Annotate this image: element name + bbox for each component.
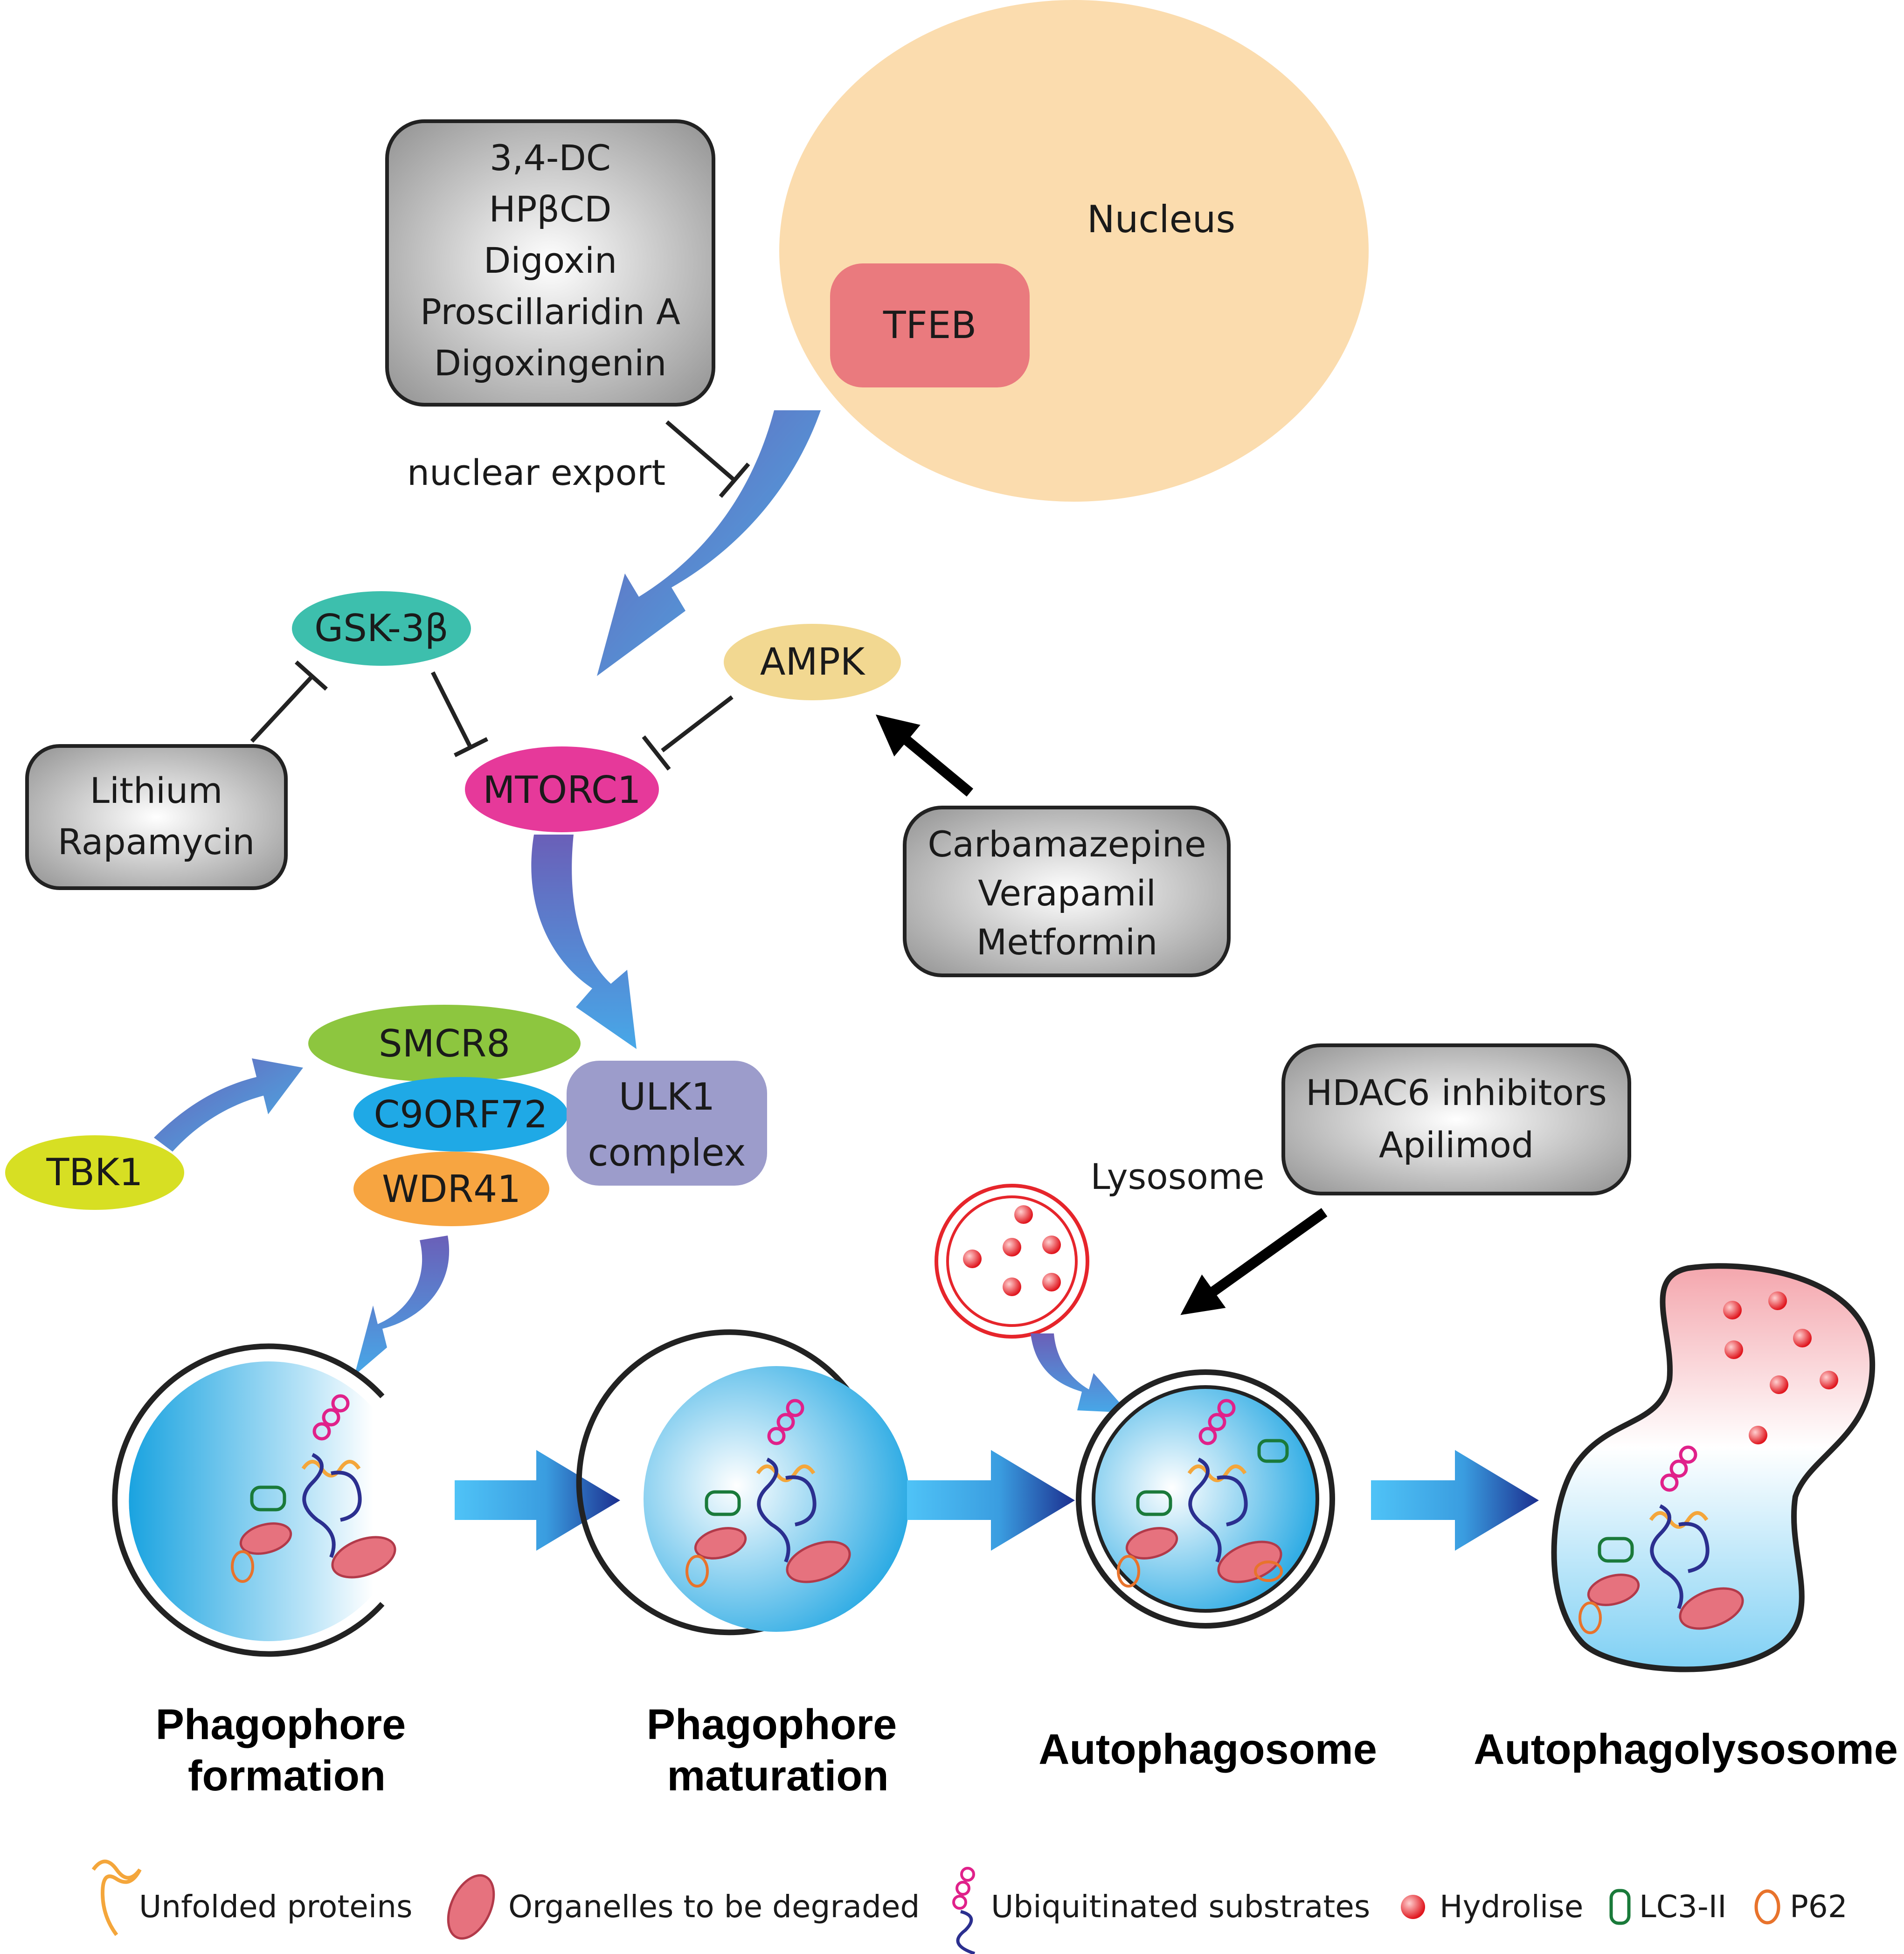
drug-lithium: Lithium xyxy=(90,770,223,811)
complex-to-phagophore-arrow xyxy=(354,1236,450,1375)
wdr41-label: WDR41 xyxy=(382,1167,521,1211)
lithium-rapamycin-box xyxy=(25,744,288,890)
drug-verapamil: Verapamil xyxy=(978,872,1156,914)
organelle-icon xyxy=(447,1874,495,1940)
stage-phagophore-maturation-line2: maturation xyxy=(667,1752,888,1800)
stage-phagophore-formation-line1: Phagophore xyxy=(156,1701,406,1748)
drug-apilimod: Apilimod xyxy=(1379,1124,1534,1166)
legend-unfolded-proteins: Unfolded proteins xyxy=(139,1889,412,1925)
p62-icon xyxy=(1754,1889,1780,1925)
tfeb-box xyxy=(830,263,1030,387)
hydrolase-icon xyxy=(1401,1895,1425,1919)
lysosome-label: Lysosome xyxy=(1090,1156,1264,1197)
ampk-node xyxy=(724,624,901,700)
lithium-to-gsk3b-inhibition xyxy=(250,674,314,743)
activator-to-ampk-arrow xyxy=(875,714,974,797)
phagophore-formation-vesicle xyxy=(112,1343,400,1657)
lysosome-to-autophagosome-arrow xyxy=(1031,1333,1129,1413)
lysosome-drug-to-autophagosome-arrow xyxy=(1180,1208,1328,1315)
nuclear-export-drug-box xyxy=(385,119,715,407)
ampk-to-mtorc1-inhibition xyxy=(661,695,734,753)
smcr8-label: SMCR8 xyxy=(379,1022,510,1065)
stage-autophagolysosome: Autophagolysosome xyxy=(1474,1726,1898,1773)
unfolded-protein-icon xyxy=(91,1859,142,1936)
legend-lc3-ii: LC3-II xyxy=(1639,1889,1727,1925)
gsk3b-to-mtorc1-inhibition xyxy=(430,671,473,750)
gsk3b-label: GSK-3β xyxy=(314,607,449,650)
tbk1-node xyxy=(5,1135,184,1210)
nucleus xyxy=(779,0,1369,502)
nuclear-export-inhibition-bar xyxy=(719,463,750,498)
lithium-inhibition-bar xyxy=(295,660,328,691)
tbk1-to-smcr8-arrow xyxy=(154,1058,303,1152)
lysosome-hydrolase-icon xyxy=(1014,1205,1033,1224)
tfeb-label: TFEB xyxy=(883,304,976,347)
flow-arrow-2 xyxy=(907,1450,1075,1551)
drug-digoxin: Digoxin xyxy=(484,240,617,281)
drug-hpbcd: HPβCD xyxy=(489,188,611,230)
tbk1-label: TBK1 xyxy=(46,1151,143,1194)
flow-arrow-3 xyxy=(1371,1450,1539,1551)
mtorc1-to-ulk1-arrow xyxy=(531,835,637,1049)
stage-phagophore-maturation-line1: Phagophore xyxy=(647,1701,897,1748)
drug-34dc: 3,4-DC xyxy=(490,137,611,179)
c9orf72-label: C9ORF72 xyxy=(374,1093,547,1136)
nuclear-export-label: nuclear export xyxy=(407,452,665,493)
gsk3b-node xyxy=(292,591,471,666)
smcr8-node xyxy=(308,1005,581,1082)
nucleus-label: Nucleus xyxy=(1087,198,1235,241)
lysosome-drug-box xyxy=(1281,1043,1631,1195)
lysosome xyxy=(935,1184,1089,1339)
gsk3b-inhibition-bar xyxy=(453,737,489,758)
drug-proscillaridin: Proscillaridin A xyxy=(420,291,680,332)
ampk-label: AMPK xyxy=(760,640,866,684)
drug-carbamazepine: Carbamazepine xyxy=(928,823,1206,865)
drug-rapamycin: Rapamycin xyxy=(58,821,255,863)
flow-arrow-1 xyxy=(455,1450,620,1551)
lc3-ii-icon xyxy=(1609,1889,1631,1925)
drug-metformin: Metformin xyxy=(976,921,1158,963)
wdr41-node xyxy=(353,1152,549,1226)
tfeb-to-mtorc1-arrow xyxy=(597,410,821,676)
mtorc1-node xyxy=(465,746,659,832)
nuclear-export-inhibition-line xyxy=(665,420,736,482)
mtorc1-label: MTORC1 xyxy=(483,768,641,812)
ulk1-complex-label: complex xyxy=(588,1131,746,1174)
ulk1-complex-box xyxy=(567,1061,767,1186)
autophagosome-vesicle xyxy=(1076,1369,1335,1629)
ampk-inhibition-bar xyxy=(642,735,671,771)
legend-p62: P62 xyxy=(1790,1889,1848,1925)
ampk-activator-box xyxy=(903,806,1231,977)
ulk1-label: ULK1 xyxy=(619,1075,715,1119)
drug-hdac6: HDAC6 inhibitors xyxy=(1306,1072,1607,1113)
legend-organelles: Organelles to be degraded xyxy=(508,1889,920,1925)
c9orf72-node xyxy=(353,1077,568,1152)
legend: Unfolded proteins Organelles to be degra… xyxy=(91,1859,1848,1954)
stage-autophagosome: Autophagosome xyxy=(1039,1726,1377,1773)
phagophore-maturation-vesicle xyxy=(576,1329,909,1636)
legend-hydrolise: Hydrolise xyxy=(1440,1889,1583,1925)
ubiquitinated-substrate-icon xyxy=(952,1867,976,1954)
stage-phagophore-formation-line2: formation xyxy=(188,1752,386,1800)
autophagolysosome-vesicle xyxy=(1551,1263,1876,1672)
legend-ubiquitinated: Ubiquitinated substrates xyxy=(991,1889,1370,1925)
drug-digoxingenin: Digoxingenin xyxy=(434,342,667,384)
